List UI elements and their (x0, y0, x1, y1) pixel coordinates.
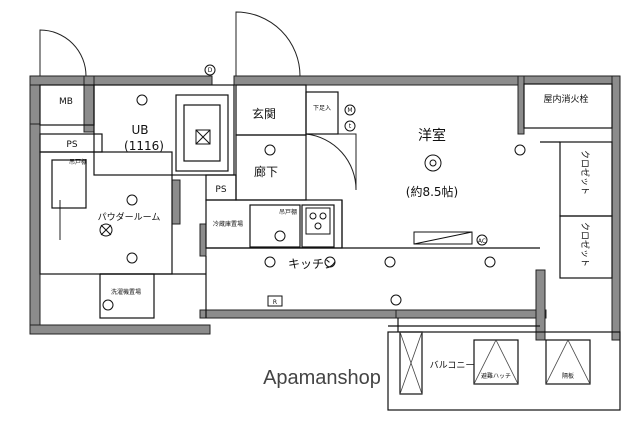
t-label: t (349, 123, 352, 130)
outlet-icon (514, 144, 526, 156)
balcony-box-2-label: 隔板 (562, 372, 574, 380)
room-label-kitchen: キッチン (288, 257, 336, 271)
downlight-icon (324, 256, 336, 268)
balcony-box-1-label: 避難ハッチ (481, 372, 511, 380)
downlight-icon (264, 144, 276, 156)
ceiling-light-icon (424, 154, 442, 172)
downlight-icon (264, 256, 276, 268)
room-label-ps-mid: PS (215, 185, 226, 195)
watermark: Apamanshop (263, 367, 381, 389)
downlight-icon (126, 194, 138, 206)
downlight-icon (274, 230, 286, 242)
fridge-space-label: 冷蔵庫置場 (213, 220, 243, 228)
outlet-icon (390, 294, 402, 306)
room-label-youshitsu: 洋室 (418, 127, 446, 144)
doors (39, 11, 357, 240)
drain-icon (195, 129, 211, 145)
shita-soku-label: 下足入 (313, 105, 331, 112)
labels: MB PS PS UB (1116) 玄関 下足入 廊下 洋室 (約8.5帖) … (59, 67, 591, 389)
room-label-closet-1: クロゼット (579, 150, 591, 195)
r-label: R (273, 299, 277, 306)
fixtures (99, 64, 526, 311)
outlet-icon (476, 234, 488, 246)
washer-space-label: 洗濯機置場 (111, 288, 141, 296)
partitions (39, 83, 621, 411)
downlight-icon (126, 252, 138, 264)
walls (29, 75, 621, 341)
outlet-icon (344, 120, 356, 132)
outlet-icon (102, 299, 114, 311)
room-label-ps-left: PS (66, 140, 77, 150)
r-box-icon (267, 295, 283, 307)
room-label-ub-size: (1116) (124, 139, 164, 153)
room-label-ub: UB (131, 123, 148, 137)
d-label: D (208, 67, 213, 74)
room-label-powder-room: パウダールーム (98, 211, 161, 223)
tsuritodana-left-label: 吊戸棚 (69, 158, 87, 166)
room-label-genkan: 玄関 (252, 106, 276, 121)
outlet-icon (344, 104, 356, 116)
sink-icon (99, 223, 113, 237)
ac-label: AC (478, 238, 486, 245)
hydrant-label: 屋内消火栓 (543, 93, 588, 105)
room-label-closet-2: クロゼット (579, 222, 591, 267)
room-label-balcony: バルコニー (430, 360, 475, 371)
balcony-box-markings (399, 331, 591, 395)
stove-icon (305, 207, 331, 235)
room-label-rouka: 廊下 (254, 164, 278, 179)
room-label-youshitsu-size: (約8.5帖) (406, 184, 458, 199)
room-label-mb: MB (59, 97, 73, 107)
downlight-icon (136, 94, 148, 106)
outlet-icon (204, 64, 216, 76)
downlight-icon (484, 256, 496, 268)
downlight-icon (384, 256, 396, 268)
tsuritodana-kitchen-label: 吊戸棚 (279, 208, 297, 216)
m-label: M (347, 107, 352, 114)
air-conditioner-icon (413, 231, 473, 245)
